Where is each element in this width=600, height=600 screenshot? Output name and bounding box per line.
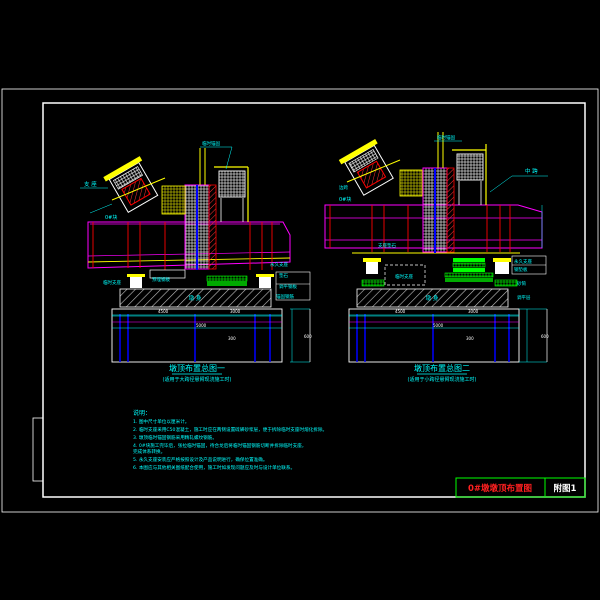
note-3: 3. 墩顶临时锚固钢筋采用精轧螺纹钢筋。 [133, 434, 217, 441]
pier-column [161, 148, 217, 270]
top-right-label: 临时锚固 [202, 140, 220, 147]
dim-1c: 3000 [230, 309, 241, 314]
inner-border [42, 102, 586, 498]
title-block: 0#墩墩顶布置图 附图1 [455, 477, 586, 498]
deck-label-2: 0#块 [339, 196, 351, 203]
dimensions-2: 4500 5000 3000 600 300 [349, 205, 549, 363]
right-upright: 临时锚固 [200, 140, 249, 222]
dimensions-1: 4500 5000 3000 600 300 [112, 308, 312, 363]
dim-1e: 300 [228, 336, 236, 341]
top-center-label-2: 临时锚固 [437, 134, 455, 141]
elevation-2-subtitle: (适用于小跨径悬臂现浇施工时) [408, 376, 477, 383]
top-right-label-2: 中 跨 [525, 167, 538, 175]
center-box-label-2: 临时支座 [395, 273, 413, 280]
side-labels-2: 支座垫石 永久支座 钢垫板 砂筒 调平层 [378, 242, 547, 301]
right-note-1: 垫石 [279, 272, 288, 279]
right-upright-2: 临时锚固 [434, 134, 487, 205]
pier-column-2 [399, 132, 455, 253]
dim-2a: 4500 [395, 309, 406, 314]
notes-block: 说明： 1. 图中尺寸单位以厘米计。 2. 临时支座采用C50混凝土，施工时应在… [133, 409, 327, 471]
drawing-title: 0#墩墩顶布置图 [468, 483, 532, 494]
note-5: 5. 永久支座安装应严格按照设计及产品说明进行，确保位置准确。 [133, 456, 267, 463]
deck-label: 0#块 [105, 214, 117, 221]
pier-label-2: 墩 身 [426, 294, 439, 302]
dim-2b: 5000 [433, 323, 444, 328]
note-4: 4. 0#块施工完毕后，张拉临时锚固，待合龙后将临时锚固钢筋切断并拆除临时支座， [133, 442, 306, 449]
right-note-3: 锚固钢筋 [276, 293, 294, 300]
dim-1d: 600 [304, 334, 312, 339]
right-note-2a: 永久支座 [514, 258, 532, 265]
outer-border [1, 88, 599, 513]
pier-label: 墩 身 [189, 294, 202, 302]
elevation-2: 墩 身 0#块 [324, 132, 549, 383]
pier-cap-2 [348, 308, 520, 363]
elevation-2-title: 墩顶布置总图二 [414, 363, 470, 373]
right-bearing-label: 永久支座 [270, 261, 288, 268]
dim-1a: 4500 [158, 309, 169, 314]
elevation-1-title: 墩顶布置总图一 [169, 363, 225, 373]
top-left-label: 支 座 [84, 180, 97, 188]
elevation-1: 墩 身 0#块 [80, 140, 312, 383]
binding-strip [32, 417, 44, 482]
bearings-row [127, 269, 274, 288]
left-bearing-label: 临时支座 [103, 279, 121, 286]
top-left-label-2: 边跨 [339, 184, 348, 191]
note-1: 1. 图中尺寸单位以厘米计。 [133, 418, 189, 425]
inclined-bearing-2 [338, 138, 394, 196]
caption-2: 墩顶布置总图二 (适用于小跨径悬臂现浇施工时) [408, 363, 477, 383]
dim-2d: 600 [541, 334, 549, 339]
pier-top-hatch-2: 墩 身 [356, 288, 509, 308]
pier-cap [111, 308, 283, 363]
right-note-2c: 砂筒 [517, 280, 526, 287]
dim-2e: 300 [466, 336, 474, 341]
note-4b: 完成体系转换。 [133, 448, 165, 455]
dim-1b: 5000 [196, 323, 207, 328]
pier-top-hatch: 墩 身 [119, 288, 272, 308]
side-labels: 临时支座 预埋钢板 永久支座 垫石 调平钢板 锚固钢筋 [103, 261, 311, 301]
caption-1: 墩顶布置总图一 (适用于大跨径悬臂现浇施工时) [163, 363, 232, 383]
left-anchor-label: 预埋钢板 [152, 276, 170, 283]
right-note-2d: 调平层 [517, 294, 531, 301]
note-2: 2. 临时支座采用C50混凝土，施工时应在两侧设置硫磺砂浆层，便于拆除临时支座时… [133, 426, 327, 433]
note-6: 6. 本图应与其他相关图纸配合使用，施工时如发现问题应及时与设计单位联系。 [133, 464, 295, 471]
sheet-number: 附图1 [554, 483, 577, 494]
dim-2c: 3000 [468, 309, 479, 314]
left-note-2: 支座垫石 [378, 242, 396, 249]
elevation-1-subtitle: (适用于大跨径悬臂现浇施工时) [163, 376, 232, 383]
right-note-2b: 钢垫板 [514, 266, 528, 273]
notes-heading: 说明： [133, 409, 151, 417]
inclined-bearing [103, 156, 159, 214]
bearings-row-2: 临时支座 [361, 258, 518, 287]
right-note-2: 调平钢板 [279, 283, 297, 290]
